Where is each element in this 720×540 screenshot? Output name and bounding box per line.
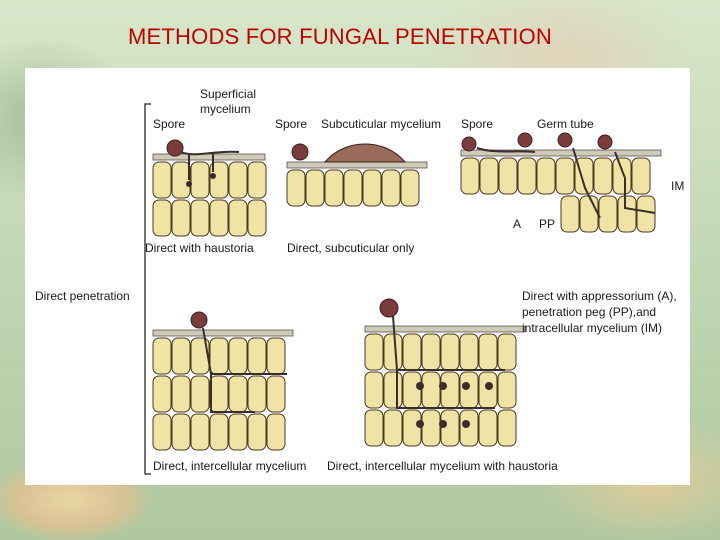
label-spore-p3: Spore (461, 117, 494, 131)
caption-p3-line3: intracellular mycelium (IM) (522, 321, 663, 335)
label-im: IM (671, 179, 685, 193)
label-germ-tube: Germ tube (537, 117, 594, 131)
label-superficial: Superficial (200, 87, 257, 101)
label-pp: PP (539, 217, 556, 231)
label-spore-p2: Spore (275, 117, 308, 131)
slide-title: METHODS FOR FUNGAL PENETRATION (128, 24, 553, 49)
panel-direct-with-haustoria (152, 139, 267, 237)
panel-direct-subcuticular (286, 143, 428, 207)
caption-p4: Direct, intercellular mycelium (153, 459, 307, 473)
label-mycelium: mycelium (200, 102, 251, 116)
caption-p5: Direct, intercellular mycelium with haus… (327, 459, 558, 473)
label-a: A (513, 217, 522, 231)
side-label: Direct penetration (35, 289, 130, 303)
diagram-drawing (144, 103, 662, 475)
panel-direct-appressorium (460, 132, 662, 233)
label-spore-p1: Spore (153, 117, 186, 131)
caption-p3-line1: Direct with appressorium (A), (522, 289, 677, 303)
panel-direct-intercellular (152, 311, 294, 451)
caption-p2: Direct, subcuticular only (287, 241, 415, 255)
caption-p3-line2: penetration peg (PP),and (522, 305, 657, 319)
diagram-figure: Direct penetration Superficial mycelium … (25, 68, 690, 485)
caption-p1: Direct with haustoria (145, 241, 254, 255)
label-subcuticular: Subcuticular mycelium (321, 117, 442, 131)
panel-direct-intercellular-haustoria (364, 298, 526, 447)
